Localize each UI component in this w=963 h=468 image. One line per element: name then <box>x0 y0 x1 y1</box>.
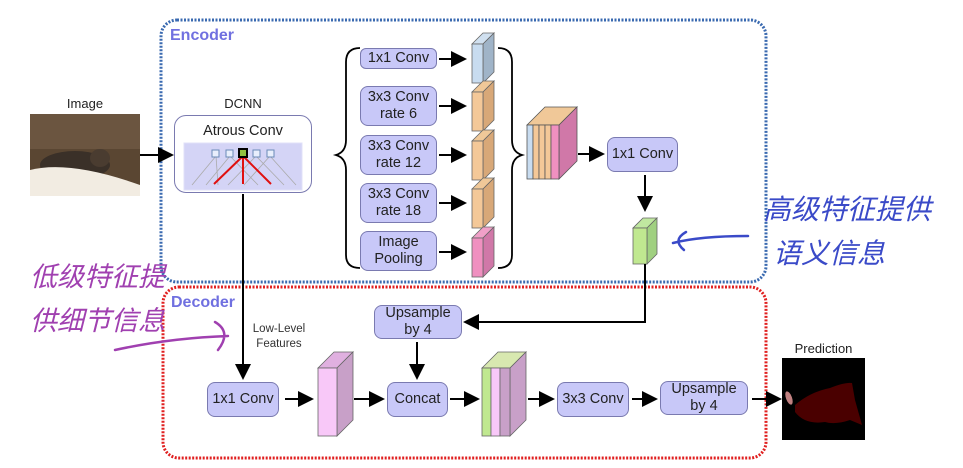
decoder-concat-feature <box>481 351 527 437</box>
right-brace <box>497 47 526 269</box>
upsample-factor: by 4 <box>690 398 718 414</box>
upsample-label: Upsample <box>385 305 451 321</box>
prediction-label: Prediction <box>794 341 853 356</box>
encoder-output-feature <box>632 217 658 265</box>
low-level-annotation-line1: 低级特征提 <box>30 262 165 293</box>
fuse-conv-box: 1x1 Conv <box>607 137 678 172</box>
low-level-annotation-arrow <box>113 320 230 352</box>
high-level-annotation-arrow <box>671 230 750 252</box>
arrow-encoder-to-upsample <box>463 264 646 330</box>
decoder-low-level-feature <box>317 351 354 437</box>
feature-1x1 <box>471 32 495 84</box>
low-level-line2: Features <box>256 338 302 350</box>
atrous-conv-graphic <box>183 142 303 191</box>
left-brace <box>332 47 361 269</box>
feature-rate18 <box>471 177 495 229</box>
aspp-label: Image <box>378 234 419 250</box>
upsample-factor: by 4 <box>404 322 432 338</box>
low-level-features-label: Low-Level Features <box>246 322 312 352</box>
decoder-border <box>161 285 768 460</box>
aspp-label: 3x3 Conv <box>367 138 430 154</box>
aspp-arrows <box>439 51 467 260</box>
aspp-rate: rate 18 <box>375 203 422 219</box>
fuse-conv-label: 1x1 Conv <box>611 146 674 162</box>
input-image-label: Image <box>66 96 104 111</box>
aspp-rate: rate 12 <box>375 155 422 171</box>
upsample-label: Upsample <box>671 381 737 397</box>
atrous-conv-box: Atrous Conv <box>174 115 312 193</box>
decoder-title: Decoder <box>171 294 236 311</box>
decoder-conv3-box: 3x3 Conv <box>557 382 629 417</box>
decoder-conv3-label: 3x3 Conv <box>562 391 624 407</box>
prediction-image <box>782 358 865 440</box>
decoder-conv1-label: 1x1 Conv <box>212 391 274 407</box>
aspp-rate: Pooling <box>374 251 423 267</box>
low-level-annotation-line2: 供细节信息 <box>30 306 165 337</box>
aspp-rate: rate 6 <box>379 106 418 122</box>
low-level-annotation: 低级特征提 供细节信息 <box>30 256 165 344</box>
aspp-label: 3x3 Conv <box>367 89 430 105</box>
concat-box: Concat <box>387 382 448 417</box>
feature-pooling <box>471 226 495 278</box>
concat-stack <box>526 106 578 180</box>
aspp-box-1x1: 1x1 Conv <box>360 48 437 69</box>
concat-label: Concat <box>394 391 441 407</box>
feature-rate6 <box>471 80 495 132</box>
dcnn-label: DCNN <box>224 96 262 111</box>
high-level-annotation: 高级特征提供 语义信息 <box>763 188 931 276</box>
encoder-title: Encoder <box>170 27 235 44</box>
high-level-annotation-line1: 高级特征提供 <box>763 193 932 226</box>
aspp-label: 3x3 Conv <box>367 186 430 202</box>
aspp-feature-maps <box>471 32 495 278</box>
high-level-annotation-line2: 语义信息 <box>773 237 886 270</box>
decoder-conv1-box: 1x1 Conv <box>207 382 279 417</box>
feature-rate12 <box>471 129 495 181</box>
input-image <box>30 114 140 196</box>
aspp-label: 1x1 Conv <box>367 50 430 66</box>
low-level-line1: Low-Level <box>252 323 306 335</box>
atrous-conv-label: Atrous Conv <box>203 123 283 139</box>
